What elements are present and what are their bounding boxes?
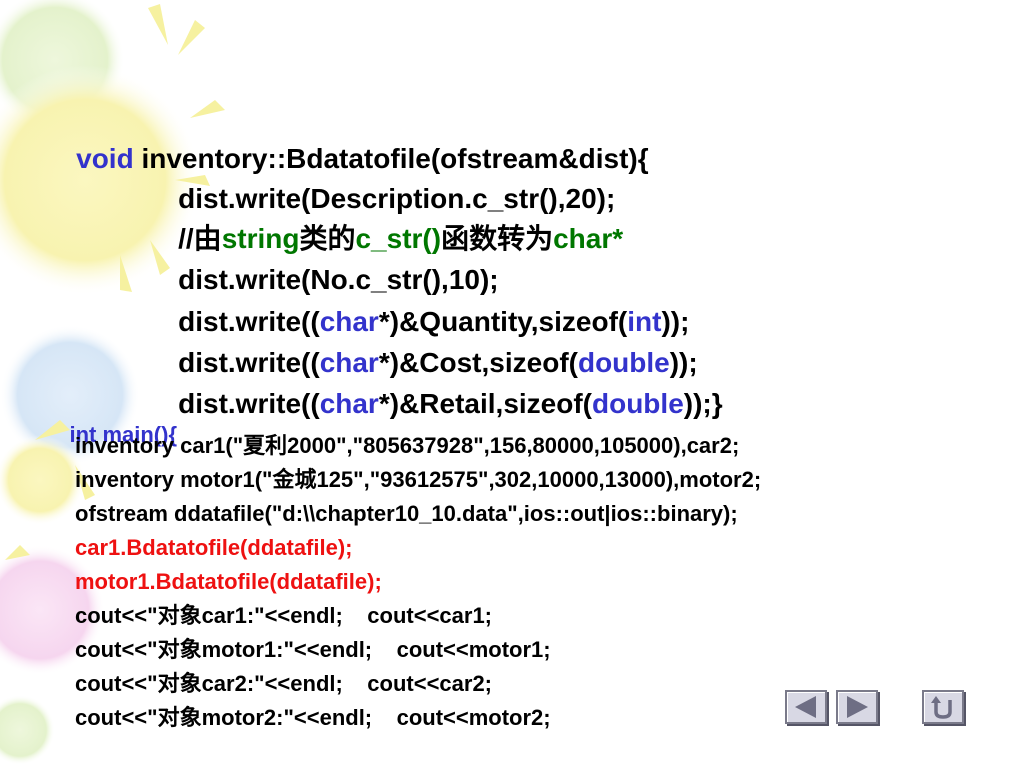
return-button[interactable] xyxy=(922,690,964,724)
keyword-char: char xyxy=(319,306,379,337)
bubble-blue xyxy=(0,325,140,465)
keyword-int: int xyxy=(627,306,662,337)
prev-slide-button[interactable] xyxy=(785,690,827,724)
comment-text: 类的 xyxy=(299,223,356,254)
code-text: dist.write(Description.c_str(),20); xyxy=(178,183,616,214)
comment-text: 函数转为 xyxy=(441,223,554,254)
code-line-cout-car2: cout<<"对象car2:"<<endl; cout<<car2; xyxy=(75,671,493,696)
code-line-cout-motor2: cout<<"对象motor2:"<<endl; cout<<motor2; xyxy=(75,705,551,730)
comment-cstr: c_str() xyxy=(355,223,442,254)
code-text: *)&Retail,sizeof( xyxy=(378,388,592,419)
keyword-double: double xyxy=(577,347,670,378)
keyword-int: int xyxy=(69,422,97,447)
code-text-main: main(){ xyxy=(96,422,178,447)
code-text: *)&Quantity,sizeof( xyxy=(378,306,628,337)
code-line-cout-car1: cout<<"对象car1:"<<endl; cout<<car1; xyxy=(75,603,493,628)
code-line-main: int main(){ xyxy=(45,402,177,468)
bubble-green-bottom xyxy=(0,695,55,765)
code-line-comment: //由string类的c_str()函数转为char* xyxy=(147,197,623,281)
keyword-char: char xyxy=(319,388,379,419)
code-line-func-signature: void inventory::Bdatatofile(ofstream&dis… xyxy=(45,117,649,201)
code-line-motor-decl: inventory motor1("金城125","93612575",302,… xyxy=(75,467,762,492)
comment-char: char* xyxy=(553,223,624,254)
code-text: *)&Cost,sizeof( xyxy=(378,347,578,378)
code-text: dist.write(No.c_str(),10); xyxy=(178,264,499,295)
code-text: inventory::Bdatatofile(ofstream&dist){ xyxy=(133,143,649,174)
code-text: dist.write(( xyxy=(178,388,320,419)
comment-prefix: //由 xyxy=(178,223,222,254)
keyword-double: double xyxy=(592,388,684,419)
code-line-cout-motor1: cout<<"对象motor1:"<<endl; cout<<motor1; xyxy=(75,637,551,662)
code-line-write-description: dist.write(Description.c_str(),20); xyxy=(147,157,615,241)
u-turn-return-icon xyxy=(931,696,952,719)
code-line-motor1-write: motor1.Bdatatofile(ddatafile); xyxy=(75,569,382,594)
comment-string: string xyxy=(221,223,300,254)
next-slide-button[interactable] xyxy=(836,690,878,724)
bubble-yellow-small xyxy=(0,435,85,525)
bubble-pink xyxy=(0,545,105,675)
code-text: ));} xyxy=(683,388,723,419)
triangle-right-icon xyxy=(847,696,868,718)
code-text: )); xyxy=(661,306,690,337)
code-line-write-retail: dist.write((char*)&Retail,sizeof(double)… xyxy=(147,362,723,446)
bubble-yellow-large xyxy=(0,65,200,295)
code-text: dist.write(( xyxy=(178,306,320,337)
sun-rays xyxy=(5,4,225,560)
keyword-char: char xyxy=(319,347,379,378)
triangle-left-icon xyxy=(795,696,816,718)
code-line-car1-write: car1.Bdatatofile(ddatafile); xyxy=(75,535,353,560)
code-line-car-decl: inventory car1("夏利2000","805637928",156,… xyxy=(75,433,740,458)
code-line-write-quantity: dist.write((char*)&Quantity,sizeof(int))… xyxy=(147,280,689,364)
code-text: dist.write(( xyxy=(178,347,320,378)
code-line-write-cost: dist.write((char*)&Cost,sizeof(double)); xyxy=(147,321,698,405)
keyword-void: void xyxy=(76,143,134,174)
code-line-ofstream-decl: ofstream ddatafile("d:\\chapter10_10.dat… xyxy=(75,501,738,526)
code-line-write-no: dist.write(No.c_str(),10); xyxy=(147,238,499,322)
code-text: )); xyxy=(669,347,698,378)
